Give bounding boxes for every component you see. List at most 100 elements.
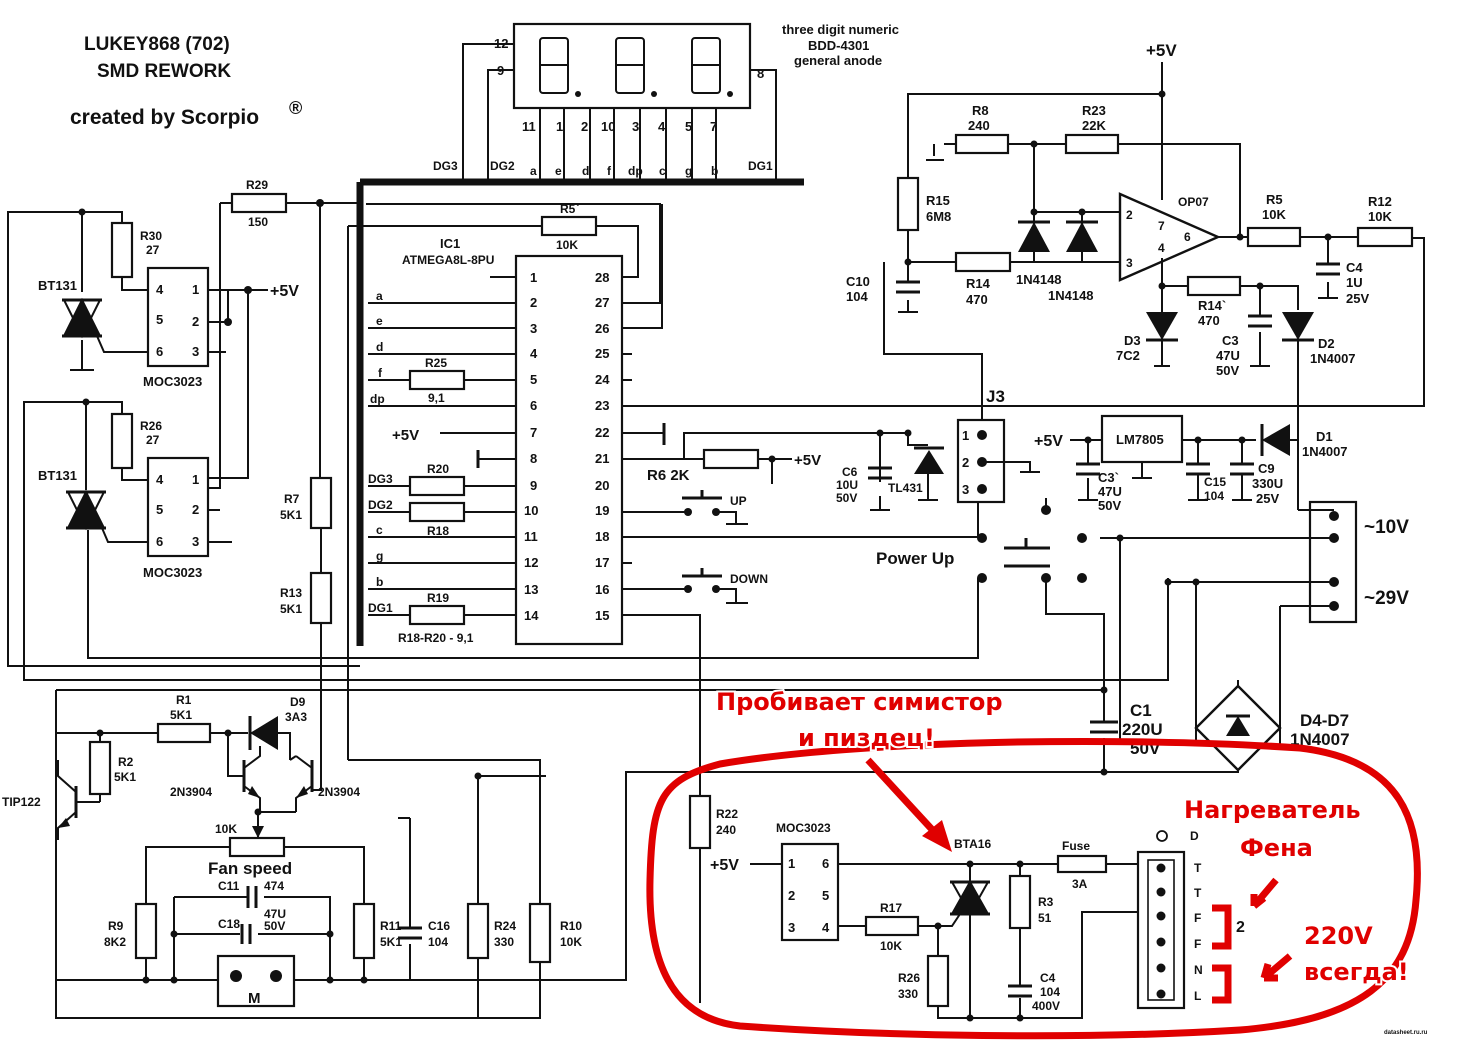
resistor-r25 (408, 369, 466, 391)
display-signal-labels: a e d f dp c g b DG3 DG2 DG1 (433, 159, 773, 178)
svg-text:4: 4 (530, 346, 538, 361)
c3-value-2: 50V (1216, 363, 1239, 378)
power-up-switch[interactable] (977, 498, 1105, 690)
r13-label: R13 (280, 586, 302, 600)
up-button[interactable] (622, 490, 748, 525)
down-button[interactable] (622, 568, 748, 604)
r23-label: R23 (1082, 103, 1106, 118)
r1-value: 5K1 (170, 708, 192, 722)
triac-bta16 (950, 879, 990, 917)
r15-label: R15 (926, 193, 950, 208)
heater-connector-number: 2 (1236, 919, 1245, 936)
diode-1n4148-pair (1018, 220, 1098, 252)
display-pins (539, 108, 717, 182)
svg-text:3: 3 (788, 920, 795, 935)
r1-label: R1 (176, 693, 192, 707)
svg-text:DG2: DG2 (368, 498, 393, 512)
heater-connector-pins: D T T F F N L (1190, 829, 1203, 1003)
svg-text:11: 11 (522, 119, 536, 134)
svg-text:25: 25 (595, 346, 609, 361)
op-pin-4: 4 (1158, 241, 1165, 255)
r6-label: R6 2K (647, 467, 690, 484)
r25-label: R25 (425, 356, 447, 370)
svg-text:6: 6 (156, 344, 163, 359)
mcu-left-pins: 1 2 3 4 5 6 7 8 9 10 11 12 13 14 (524, 270, 539, 623)
moc2-pin-numbers: 4 5 6 1 2 3 (156, 472, 199, 549)
svg-text:10: 10 (524, 503, 538, 518)
op-pin-6: 6 (1184, 230, 1191, 244)
q2-label: 2N3904 (318, 785, 360, 799)
svg-text:DG1: DG1 (748, 159, 773, 173)
transistor-tip122 (57, 760, 100, 840)
r5-value: 10K (1262, 207, 1286, 222)
potentiometer-fan-speed[interactable] (228, 836, 286, 858)
display-desc-1: three digit numeric (782, 22, 899, 37)
red-bracket-bottom (1212, 964, 1232, 1004)
resistor-r7 (309, 476, 333, 530)
title-line2: SMD REWORK (97, 61, 231, 82)
svg-text:e: e (376, 314, 383, 328)
r10-value: 10K (560, 935, 582, 949)
r9-value: 8K2 (104, 935, 126, 949)
svg-text:b: b (711, 164, 718, 178)
svg-text:2: 2 (788, 888, 795, 903)
note-heater: Нагреватель (1184, 796, 1361, 824)
r18-label: R18 (427, 524, 449, 538)
c4-value-1: 1U (1346, 275, 1363, 290)
resistor-r18 (408, 501, 466, 523)
svg-text:28: 28 (595, 270, 609, 285)
c3b-value-2: 50V (1098, 498, 1121, 513)
moc3-label: MOC3023 (776, 821, 831, 835)
j3-label: J3 (986, 387, 1005, 406)
svg-text:dp: dp (370, 392, 385, 406)
up-label: UP (730, 494, 747, 508)
svg-text:1: 1 (788, 856, 795, 871)
r22-value: 240 (716, 823, 736, 837)
red-arrow-head (922, 820, 952, 852)
svg-text:2: 2 (530, 295, 537, 310)
resistor-r14 (954, 251, 1012, 273)
zener-d9 (248, 716, 278, 750)
r6-5v: +5V (794, 452, 821, 469)
c4-value-2: 25V (1346, 291, 1369, 306)
tl431-label: TL431 (888, 481, 923, 495)
d2-label: D2 (1318, 336, 1335, 351)
resistor-r5-prime (540, 215, 598, 237)
svg-text:5: 5 (156, 312, 163, 327)
resistor-r24 (466, 902, 490, 960)
svg-text:DG2: DG2 (490, 159, 515, 173)
svg-text:6: 6 (156, 534, 163, 549)
diodes-label-2: 1N4148 (1048, 288, 1094, 303)
c1-value-1: 220U (1122, 720, 1163, 739)
j3-pin-2: 2 (962, 455, 969, 470)
r26a-value: 27 (146, 433, 160, 447)
moc3023-2 (146, 456, 210, 558)
moc1-pin-numbers: 4 5 6 1 2 3 (156, 282, 199, 359)
svg-text:17: 17 (595, 555, 609, 570)
moc1-label: MOC3023 (143, 374, 202, 389)
r24-value: 330 (494, 935, 514, 949)
svg-text:14: 14 (524, 608, 539, 623)
resistor-r12 (1356, 226, 1414, 248)
resistor-r11 (352, 902, 376, 960)
r3-value: 51 (1038, 911, 1052, 925)
mcu-ref: IC1 (440, 236, 460, 251)
r14b-label: R14` (1198, 298, 1226, 313)
top-5v: +5V (1146, 41, 1177, 60)
d3-label: D3 (1124, 333, 1141, 348)
resistor-r13 (309, 571, 333, 625)
svg-text:2: 2 (581, 119, 588, 134)
note-breaks-triac: Пробивает симистор (716, 688, 1003, 716)
display-pin-8: 8 (757, 66, 764, 81)
resistor-r22 (688, 794, 712, 850)
r29-label: R29 (246, 178, 268, 192)
svg-text:1: 1 (530, 270, 537, 285)
red-arrow-shaft (865, 757, 941, 839)
r26b-value: 330 (898, 987, 918, 1001)
svg-text:dp: dp (628, 164, 643, 178)
r10-label: R10 (560, 919, 582, 933)
mcu-atmega8 (514, 254, 624, 646)
svg-text:a: a (530, 164, 537, 178)
resistor-r19 (408, 604, 466, 626)
fan-motor (216, 954, 296, 1008)
